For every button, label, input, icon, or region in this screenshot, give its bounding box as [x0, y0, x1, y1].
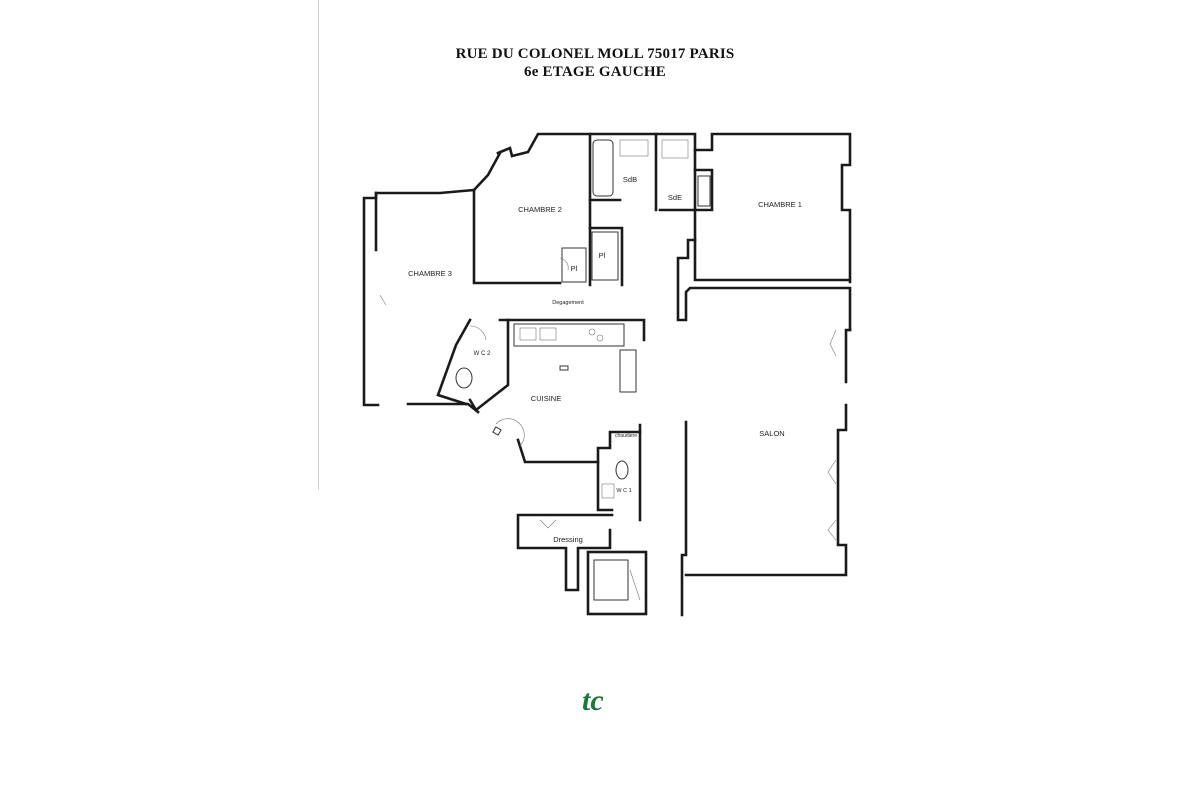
wall-kitchen-top [498, 318, 646, 342]
label-sdb: SdB [623, 175, 637, 184]
wall-chambre1-bottom [693, 148, 850, 282]
wall-salon-left [680, 420, 688, 617]
wall-lift [586, 550, 648, 616]
wall-sde [658, 168, 714, 212]
label-chambre2: CHAMBRE 2 [518, 205, 562, 214]
wall-salon-right-top [844, 328, 852, 384]
floor-subtitle: 6e ETAGE GAUCHE [524, 64, 666, 80]
wall-salon-right [684, 403, 848, 577]
page-edge-line [318, 0, 319, 490]
wall-dressing [516, 513, 614, 592]
wall-wc1-left [596, 460, 614, 512]
wall-wc2 [436, 318, 472, 406]
label-degagement: Degagement [552, 300, 584, 306]
wall-bath-top [588, 132, 658, 212]
wall-chambre3-bottom [406, 402, 480, 414]
wall-chambre1-top [654, 132, 852, 284]
wall-pl [588, 226, 624, 287]
label-placard-2: Pl [599, 251, 606, 260]
label-sde: SdE [668, 193, 682, 202]
label-chambre3: CHAMBRE 3 [408, 269, 452, 278]
agency-logo: tc [582, 684, 604, 717]
label-placard-1: Pl [571, 264, 578, 273]
label-cuisine: CUISINE [531, 394, 561, 403]
label-wc2: W C 2 [474, 351, 491, 357]
label-dressing: Dressing [553, 535, 583, 544]
wall-kitchen-left [468, 318, 510, 412]
fixtures [379, 139, 837, 601]
wall-kitchen-bottom [516, 430, 642, 464]
logo-text: tc [582, 684, 604, 717]
label-chambre1: CHAMBRE 1 [758, 200, 802, 209]
address-title: RUE DU COLONEL MOLL 75017 PARIS [455, 46, 735, 62]
walls [362, 132, 852, 617]
label-wc1: W C 1 [616, 488, 631, 494]
label-chaudiere: chaudiere [615, 433, 637, 439]
wall-chambre2-left [472, 151, 562, 285]
label-salon: SALON [759, 429, 784, 438]
wall-salon-top [676, 238, 852, 332]
